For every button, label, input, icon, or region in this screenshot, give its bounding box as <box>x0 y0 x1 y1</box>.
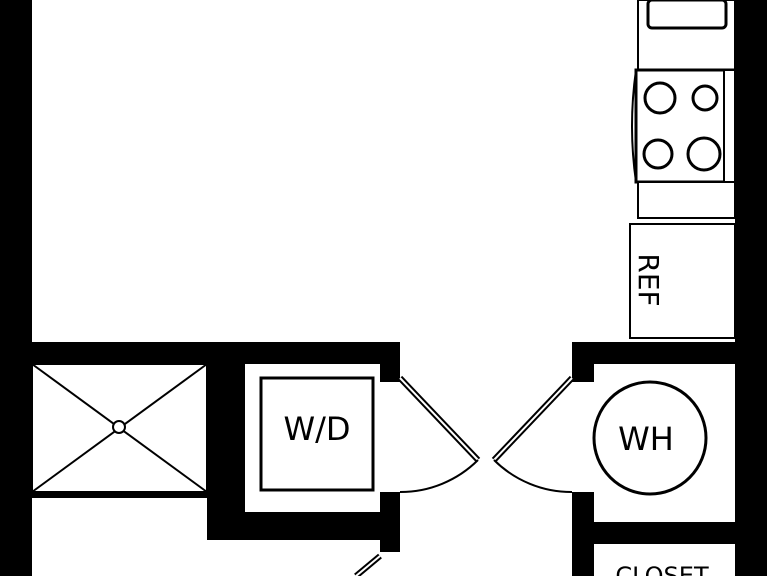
water-heater-label: WH <box>618 420 674 458</box>
left-exterior-wall <box>0 0 32 576</box>
range-front-edge <box>631 69 637 183</box>
kitchen-sink-icon <box>646 0 728 30</box>
burner-icon <box>642 138 674 170</box>
shower-laundry-wall <box>207 342 245 540</box>
right-exterior-wall <box>735 0 767 576</box>
refrigerator-label: REF <box>632 253 665 306</box>
shower-drain-icon <box>112 420 126 434</box>
laundry-door-jamb-top <box>380 342 400 382</box>
kitchen-counter <box>637 181 736 219</box>
horizontal-wall-left <box>0 342 400 364</box>
shower-curb <box>0 492 245 498</box>
laundry-door-swing <box>399 459 479 494</box>
burner-icon <box>643 81 677 115</box>
horizontal-wall-right <box>572 342 767 364</box>
washer-dryer-label: W/D <box>283 410 350 448</box>
refrigerator-box <box>629 223 736 339</box>
wh-door-swing <box>493 459 573 494</box>
laundry-lower-wall <box>207 512 400 540</box>
laundry-door-jamb-bottom <box>380 492 400 552</box>
closet-area <box>594 544 735 576</box>
range-backsplash <box>723 69 736 183</box>
burner-icon <box>691 84 719 112</box>
wh-door-jamb-top <box>572 342 594 382</box>
closet-label: CLOSET <box>615 562 709 576</box>
burner-icon <box>686 136 722 172</box>
wh-closet-lower-wall <box>572 522 767 544</box>
water-heater-circle <box>592 380 708 496</box>
washer-dryer-box <box>259 376 375 492</box>
shower-pan <box>31 363 208 493</box>
